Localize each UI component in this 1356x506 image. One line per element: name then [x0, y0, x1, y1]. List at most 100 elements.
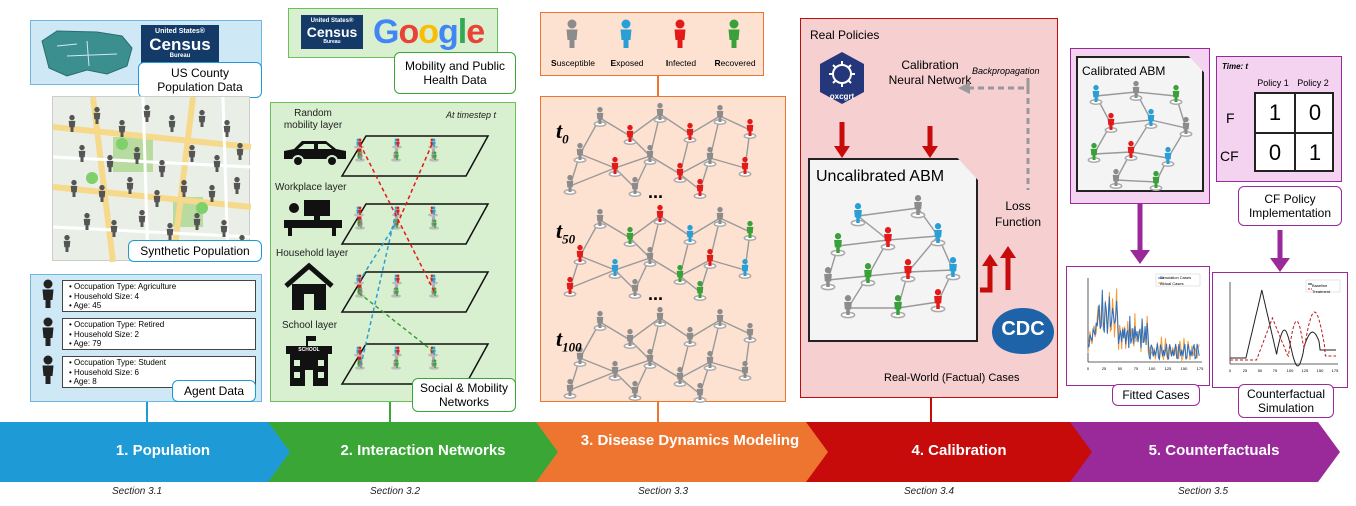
- disease-agent-icon: [746, 322, 754, 340]
- person-icon: [208, 184, 216, 202]
- layer-label-school: School layer: [282, 320, 338, 331]
- stage-label-3: 3. Disease Dynamics Modeling: [580, 432, 800, 449]
- node-person-icon: [395, 151, 399, 160]
- person-icon: [68, 114, 76, 132]
- disease-agent-icon: [611, 156, 619, 174]
- matrix-cell-01: 0: [1296, 94, 1334, 134]
- disease-agent-icon: [566, 378, 574, 396]
- cf-impl-callout: CF Policy Implementation: [1238, 186, 1342, 226]
- person-icon: [83, 212, 91, 230]
- disease-agent-icon: [596, 106, 604, 124]
- disease-agent-icon: [596, 208, 604, 226]
- loss-function-label: Loss Function: [994, 199, 1042, 229]
- node-person-icon: [396, 206, 400, 215]
- node-person-icon: [396, 346, 400, 355]
- layer-label-household: Household layer: [276, 248, 349, 259]
- node-person-icon: [432, 138, 436, 147]
- seir-legend-label: Susceptible: [544, 58, 602, 68]
- person-icon: [236, 142, 244, 160]
- seir-rest: usceptible: [556, 58, 595, 68]
- disease-agent-icon: [741, 156, 749, 174]
- synthetic-population-figures: [63, 104, 246, 257]
- sim-x-tick: 25: [1243, 368, 1248, 373]
- time-label: Time: t: [1222, 62, 1249, 71]
- calibrated-label: Calibrated ABM: [1082, 64, 1166, 78]
- disease-agent-icon: [611, 360, 619, 378]
- section-label-2: Section 3.2: [370, 486, 421, 497]
- fit-legend-1: Simulation Cases: [1160, 275, 1192, 280]
- person-icon: [98, 184, 106, 202]
- disease-agent-icon: [611, 258, 619, 276]
- disease-agent-icon: [746, 118, 754, 136]
- disease-agent-icon: [741, 258, 749, 276]
- disease-agent-icon: [656, 306, 664, 324]
- node-person-icon: [433, 151, 437, 160]
- timestep-subscript: 50: [562, 231, 576, 247]
- policy-header-2: Policy 2: [1297, 78, 1329, 88]
- disease-agent-icon: [676, 162, 684, 180]
- network-agent-icon: [1172, 84, 1180, 102]
- person-icon: [193, 212, 201, 230]
- disease-agent-icon: [716, 206, 724, 224]
- agent-attr-text: Age: 79: [73, 339, 102, 348]
- network-agent-icon: [1107, 112, 1115, 130]
- disease-agent-icon: [596, 310, 604, 328]
- network-agent-icon: [1132, 80, 1140, 98]
- person-icon: [198, 109, 206, 127]
- network-agent-icon: [949, 257, 957, 277]
- disease-agent-icon: [626, 124, 634, 142]
- social-networks-callout: Social & Mobility Networks: [412, 378, 516, 412]
- layer-plane: [340, 203, 490, 245]
- section-label-5: Section 3.5: [1178, 486, 1229, 497]
- node-person-icon: [359, 151, 363, 160]
- person-icon: [126, 176, 134, 194]
- agent-person-icon: [42, 279, 54, 308]
- agent-figure-icon: [42, 317, 54, 346]
- seir-figure-icon: [728, 19, 740, 48]
- fitted-callout: Fitted Cases: [1112, 384, 1200, 406]
- timestep-2: t100: [556, 326, 582, 355]
- disease-agent-icon: [696, 382, 704, 400]
- layer-plane: [340, 271, 490, 313]
- disease-agent-icon: [696, 178, 704, 196]
- agent-figure-icon: [42, 355, 54, 384]
- google-logo: Google: [373, 13, 485, 51]
- county-data-callout: US County Population Data: [138, 62, 262, 98]
- seir-rest: nfected: [668, 58, 697, 68]
- house-icon: [284, 262, 334, 310]
- cf-sim-callout: Counterfactual Simulation: [1238, 384, 1334, 418]
- purple-arrows: [1130, 204, 1290, 272]
- person-icon: [188, 144, 196, 162]
- sim-x-tick: 0: [1229, 368, 1232, 373]
- agent-attr: • Occupation Type: Student: [69, 358, 166, 367]
- cdc-label: CDC: [1001, 318, 1045, 340]
- census-logo-2: United States® Census Bureau: [301, 15, 363, 49]
- stage-label-5: 5. Counterfactuals: [1148, 442, 1280, 459]
- disease-agent-icon: [676, 366, 684, 384]
- disease-agent-icon: [686, 122, 694, 140]
- fit-x-tick: 0: [1087, 366, 1090, 371]
- row-label-f: F: [1226, 110, 1235, 126]
- network-agent-icon: [934, 289, 942, 309]
- oxcgrt-virus-icon: [820, 52, 864, 104]
- mobility-data-callout: Mobility and Public Health Data: [394, 52, 516, 94]
- seir-figure-icon: [620, 19, 632, 48]
- person-icon: [220, 219, 228, 237]
- layer-label-workplace: Workplace layer: [275, 182, 347, 193]
- person-icon: [78, 144, 86, 162]
- matrix-cell-00: 1: [1256, 94, 1296, 134]
- network-agent-icon: [1182, 116, 1190, 134]
- agent-attr-text: Household Size: 2: [74, 329, 139, 339]
- agent-attr: • Age: 8: [69, 377, 97, 386]
- agent-attr-text: Occupation Type: Student: [74, 358, 166, 367]
- disease-agent-icon: [626, 226, 634, 244]
- seir-person-icon: [566, 19, 578, 48]
- chevron-3: [536, 422, 836, 482]
- section-label-4: Section 3.4: [904, 486, 955, 497]
- seir-initial: E: [610, 58, 617, 68]
- person-icon: [143, 104, 151, 122]
- network-agent-icon: [884, 227, 892, 247]
- person-icon: [70, 179, 78, 197]
